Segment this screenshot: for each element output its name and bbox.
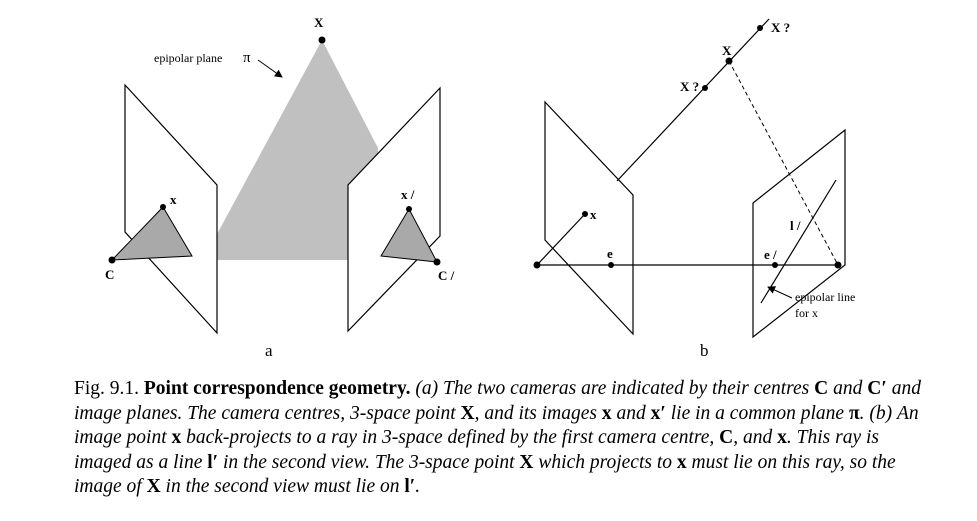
caption-text: , and xyxy=(733,427,778,448)
centre-C xyxy=(108,256,116,264)
epipolar-plane xyxy=(203,40,378,260)
caption-symbol: X xyxy=(146,476,161,497)
caption-text: which projects to xyxy=(533,451,677,473)
caption-text: back-projects to a ray in 3-space define… xyxy=(181,427,720,448)
label-pi: π xyxy=(243,50,251,66)
back-projected-ray-upper xyxy=(616,18,770,182)
label-x-prime: x / xyxy=(401,187,415,202)
caption-number: Fig. 9.1. xyxy=(74,378,140,399)
caption-text: in the second view must lie on xyxy=(160,476,405,497)
b-point-X-lower xyxy=(702,85,708,91)
b-point-x xyxy=(582,211,588,217)
caption-text: . (b) An image point xyxy=(74,402,919,449)
label-epipolar-plane: epipolar plane xyxy=(154,51,222,65)
caption-symbol: C′ xyxy=(867,378,887,399)
figure: X x x / C C / epipolar plane π a xyxy=(105,15,855,360)
caption-symbol: C xyxy=(719,427,734,448)
b-label-epipolar-line-2: for x xyxy=(795,306,818,320)
b-centre-C-prime xyxy=(834,261,842,269)
right-image-plane xyxy=(347,86,441,333)
b-point-X xyxy=(725,57,733,65)
point-X xyxy=(318,36,326,44)
figure-caption: Fig. 9.1. Point correspondence geometry.… xyxy=(74,377,934,500)
b-right-image-plane xyxy=(752,128,846,339)
left-projection-triangle xyxy=(110,206,193,261)
right-projection-triangle xyxy=(380,207,438,263)
point-x xyxy=(160,204,166,210)
b-label-X: X xyxy=(722,43,732,58)
caption-symbol: x xyxy=(601,402,612,424)
b-left-image-plane xyxy=(544,100,634,336)
b-point-X-upper xyxy=(757,25,763,31)
b-label-X-upper: X ? xyxy=(771,20,790,35)
b-label-e-prime: e / xyxy=(764,247,777,262)
centre-C-prime xyxy=(433,258,441,266)
caption-symbol: x′ xyxy=(650,402,666,424)
caption-text: and xyxy=(828,378,868,399)
plane-pointer-arrow xyxy=(257,59,283,78)
panel-label-a: a xyxy=(265,341,273,360)
label-C: C xyxy=(105,267,114,282)
b-label-l-prime: l / xyxy=(790,218,801,233)
b-epipole-e-prime xyxy=(772,262,778,268)
epipolar-line-l-prime xyxy=(760,179,837,304)
caption-text: . This ray is imaged as a line xyxy=(74,427,879,473)
b-label-X-lower: X ? xyxy=(680,79,699,94)
caption-title: Point correspondence geometry. xyxy=(143,378,411,399)
label-x: x xyxy=(170,192,177,207)
label-X: X xyxy=(314,15,324,30)
caption-symbol: x xyxy=(676,451,687,473)
caption-body: (a) The two cameras are indicated by the… xyxy=(74,378,921,497)
panel-b: x e e / l / X X ? X ? epipolar line for … xyxy=(533,18,855,360)
caption-text: , and its images xyxy=(474,402,602,424)
b-epipole-e xyxy=(608,262,614,268)
projection-dashed-line xyxy=(728,60,839,266)
caption-symbol: x xyxy=(171,427,182,448)
caption-text: must lie on this ray, so the image of xyxy=(74,451,896,498)
caption-text: (a) The two cameras are indicated by the… xyxy=(415,378,815,399)
caption-symbol: l′ xyxy=(404,476,416,497)
caption-text: and xyxy=(611,402,651,424)
epipolar-line-pointer-arrow xyxy=(767,286,793,299)
panel-label-b: b xyxy=(700,341,709,360)
caption-text: in the second view. The 3-space point xyxy=(218,451,520,473)
b-centre-C xyxy=(533,261,541,269)
b-label-epipolar-line-1: epipolar line xyxy=(795,290,855,304)
caption-text: and image planes. The camera centres, 3-… xyxy=(74,378,921,424)
caption-text: . xyxy=(415,476,421,497)
caption-symbol: C xyxy=(814,378,829,399)
caption-symbol: X xyxy=(460,402,475,424)
point-x-prime xyxy=(406,206,412,212)
caption-symbol: X xyxy=(519,451,534,473)
caption-symbol: x xyxy=(777,427,787,448)
caption-text: lie in a common plane xyxy=(665,402,849,424)
caption-symbol: l′ xyxy=(207,451,219,473)
panel-a: X x x / C C / epipolar plane π a xyxy=(105,15,455,360)
left-image-plane xyxy=(124,83,218,335)
b-label-e: e xyxy=(607,246,613,261)
b-label-x: x xyxy=(590,207,597,222)
label-C-prime: C / xyxy=(438,268,455,283)
back-projected-ray xyxy=(536,213,586,266)
caption-symbol: π xyxy=(848,402,860,424)
